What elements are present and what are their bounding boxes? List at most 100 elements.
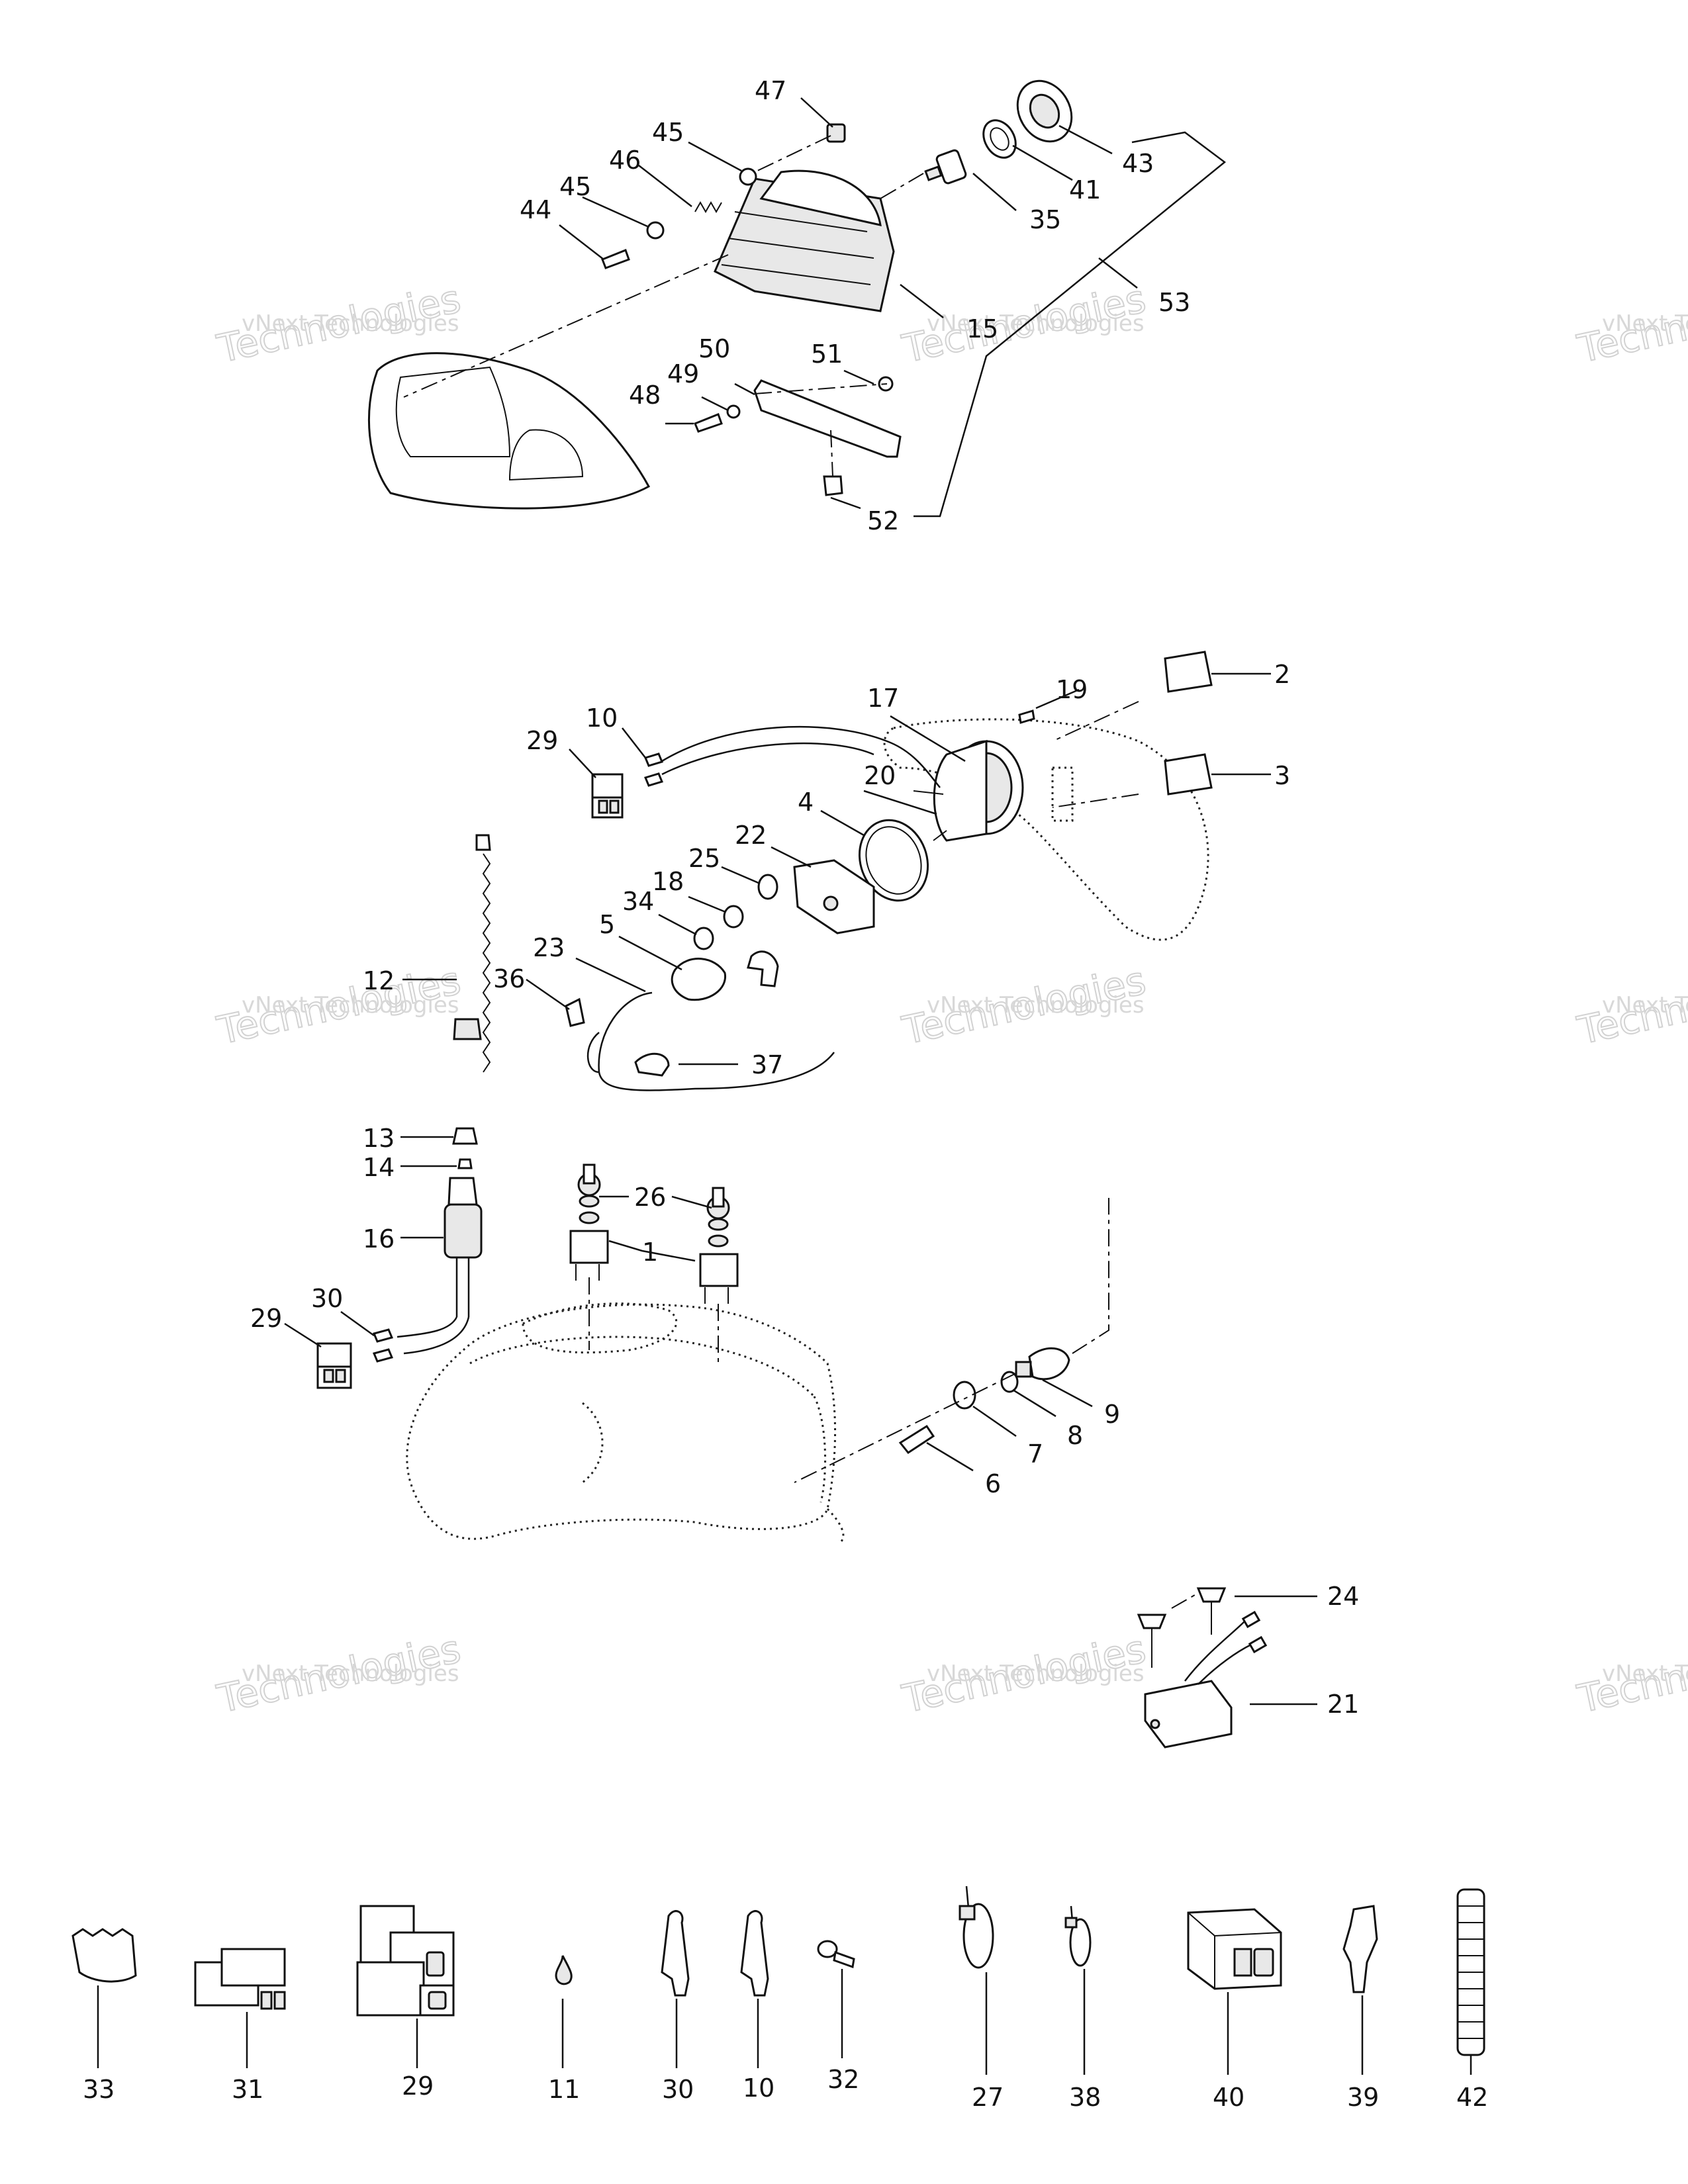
label-36: 36 <box>493 964 525 993</box>
label-30-row: 30 <box>662 2075 694 2104</box>
voltage-regulator <box>1144 1680 1233 1749</box>
label-5: 5 <box>599 910 615 939</box>
bracket-washer <box>726 404 741 419</box>
headlamp-reflector <box>759 169 882 226</box>
voltage-regulator-assembly <box>1137 1587 1317 1749</box>
label-22: 22 <box>735 821 767 850</box>
cap <box>565 997 585 1027</box>
watermark-company-text: vNext Technologies <box>1602 992 1688 1019</box>
watermark-company-text: vNext Technologies <box>242 1661 459 1687</box>
washer-top <box>739 167 757 186</box>
label-34: 34 <box>622 887 654 916</box>
label-52: 52 <box>867 506 899 535</box>
label-53: 53 <box>1158 288 1190 317</box>
cable-tie-38 <box>1064 1905 1092 1967</box>
label-27: 27 <box>972 2083 1004 2112</box>
cable-tie-27 <box>959 1886 994 1969</box>
connector-top <box>591 773 624 819</box>
label-17: 17 <box>867 684 899 713</box>
label-10-row: 10 <box>743 2073 774 2103</box>
label-21: 21 <box>1327 1690 1359 1719</box>
bezel-window-right <box>508 429 584 481</box>
small-screw <box>1018 709 1035 724</box>
watermark-7: Technologies vNext Technologies <box>212 1625 465 1722</box>
label-40: 40 <box>1213 2083 1244 2112</box>
screw <box>601 249 630 269</box>
watermark-4: Technologies vNext Technologies <box>212 957 465 1054</box>
label-11: 11 <box>548 2075 580 2104</box>
gauge-wire-harness <box>661 725 941 788</box>
part-labels: 47 45 46 45 44 43 41 35 53 15 50 51 49 4… <box>83 76 1488 2112</box>
label-3: 3 <box>1274 761 1290 790</box>
watermark-company-text: vNext Technologies <box>1602 310 1688 337</box>
clamp <box>634 1052 670 1077</box>
label-29-mid: 29 <box>526 726 558 755</box>
ring-terminal <box>817 1940 855 1969</box>
label-51: 51 <box>811 340 843 369</box>
bracket-clip <box>823 475 843 496</box>
label-49: 49 <box>667 359 699 388</box>
label-13: 13 <box>363 1124 395 1153</box>
label-12: 12 <box>363 966 395 995</box>
label-32: 32 <box>827 2065 859 2094</box>
headlamp-bracket <box>753 379 902 458</box>
loom-clip <box>71 1928 137 1983</box>
label-19: 19 <box>1056 675 1088 704</box>
connector-bottom <box>316 1342 352 1389</box>
mounting-bolt-right <box>1196 1587 1227 1603</box>
pressure-sensor <box>1015 1347 1070 1381</box>
coiled-lanyard <box>453 834 491 1073</box>
bracket-screw <box>694 413 723 433</box>
hex-nut <box>693 927 714 950</box>
connector-31 <box>194 1948 286 2010</box>
label-18: 18 <box>652 867 684 896</box>
safety-switch <box>444 1177 483 1317</box>
watermark-company-text: vNext Technologies <box>927 1661 1145 1687</box>
label-45-top: 45 <box>652 118 684 147</box>
o-ring-inner <box>865 826 922 895</box>
label-48: 48 <box>629 381 661 410</box>
label-44: 44 <box>520 195 551 224</box>
label-26: 26 <box>634 1183 666 1212</box>
label-33: 33 <box>83 2075 115 2104</box>
label-20: 20 <box>864 761 896 790</box>
label-42: 42 <box>1456 2083 1488 2112</box>
watermark-company-text: vNext Technologies <box>242 310 459 337</box>
watermark-8: Technologies vNext Technologies <box>898 1625 1150 1722</box>
watermark-company-text: vNext Technologies <box>242 992 459 1019</box>
ground-clamp <box>898 1424 935 1455</box>
terminal-10 <box>740 1910 769 1997</box>
label-29-lower: 29 <box>250 1304 282 1333</box>
label-30-mid: 30 <box>311 1284 343 1313</box>
label-23: 23 <box>533 933 565 962</box>
label-31: 31 <box>232 2075 263 2104</box>
switch-cap-bottom <box>1164 753 1213 796</box>
label-25: 25 <box>688 844 720 873</box>
label-16: 16 <box>363 1224 395 1253</box>
label-39: 39 <box>1347 2083 1379 2112</box>
label-41: 41 <box>1069 175 1101 205</box>
terminal-39 <box>1342 1905 1378 1993</box>
watermark-company-text: vNext Technologies <box>1602 1661 1688 1687</box>
switch-boot <box>452 1127 478 1145</box>
label-14: 14 <box>363 1153 395 1182</box>
sender-unit <box>671 958 726 1001</box>
label-2: 2 <box>1274 660 1290 689</box>
spring <box>694 201 722 214</box>
label-1: 1 <box>642 1238 658 1267</box>
label-9: 9 <box>1104 1400 1120 1429</box>
label-45-lower: 45 <box>559 172 591 201</box>
lock-nut <box>1000 1371 1019 1393</box>
label-50: 50 <box>698 334 730 363</box>
label-4: 4 <box>798 788 814 817</box>
label-8: 8 <box>1067 1421 1083 1450</box>
gauge <box>913 739 1024 842</box>
connector-housing-40 <box>1187 1908 1282 1990</box>
headlamp-lens-lines <box>721 211 874 285</box>
gauge-switch-assembly <box>284 651 1271 1543</box>
label-43: 43 <box>1122 149 1154 178</box>
label-24: 24 <box>1327 1582 1359 1611</box>
watermark-company-text: vNext Technologies <box>927 992 1145 1019</box>
heat-shrink-sleeve <box>1456 1888 1485 2056</box>
label-37: 37 <box>751 1050 783 1079</box>
